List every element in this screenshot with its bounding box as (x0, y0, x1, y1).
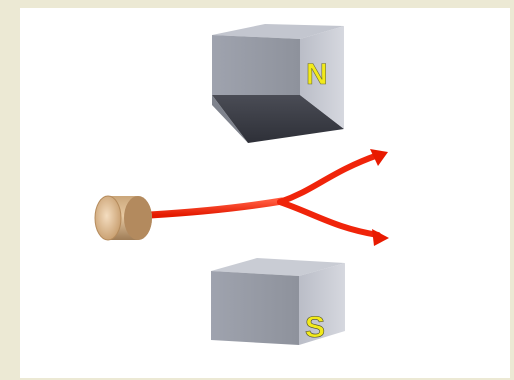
south-magnet: S (211, 258, 345, 345)
upper-arrowhead-icon (370, 149, 388, 166)
particle-beam (146, 149, 389, 246)
lower-deflected-beam (277, 199, 381, 238)
north-pole-label: N (306, 58, 328, 91)
north-magnet: N (212, 24, 344, 143)
incoming-beam (146, 197, 286, 219)
upper-deflected-beam (277, 152, 381, 205)
cylinder-source-icon (94, 195, 152, 241)
lower-arrowhead-icon (372, 229, 389, 246)
south-pole-label: S (305, 311, 325, 344)
